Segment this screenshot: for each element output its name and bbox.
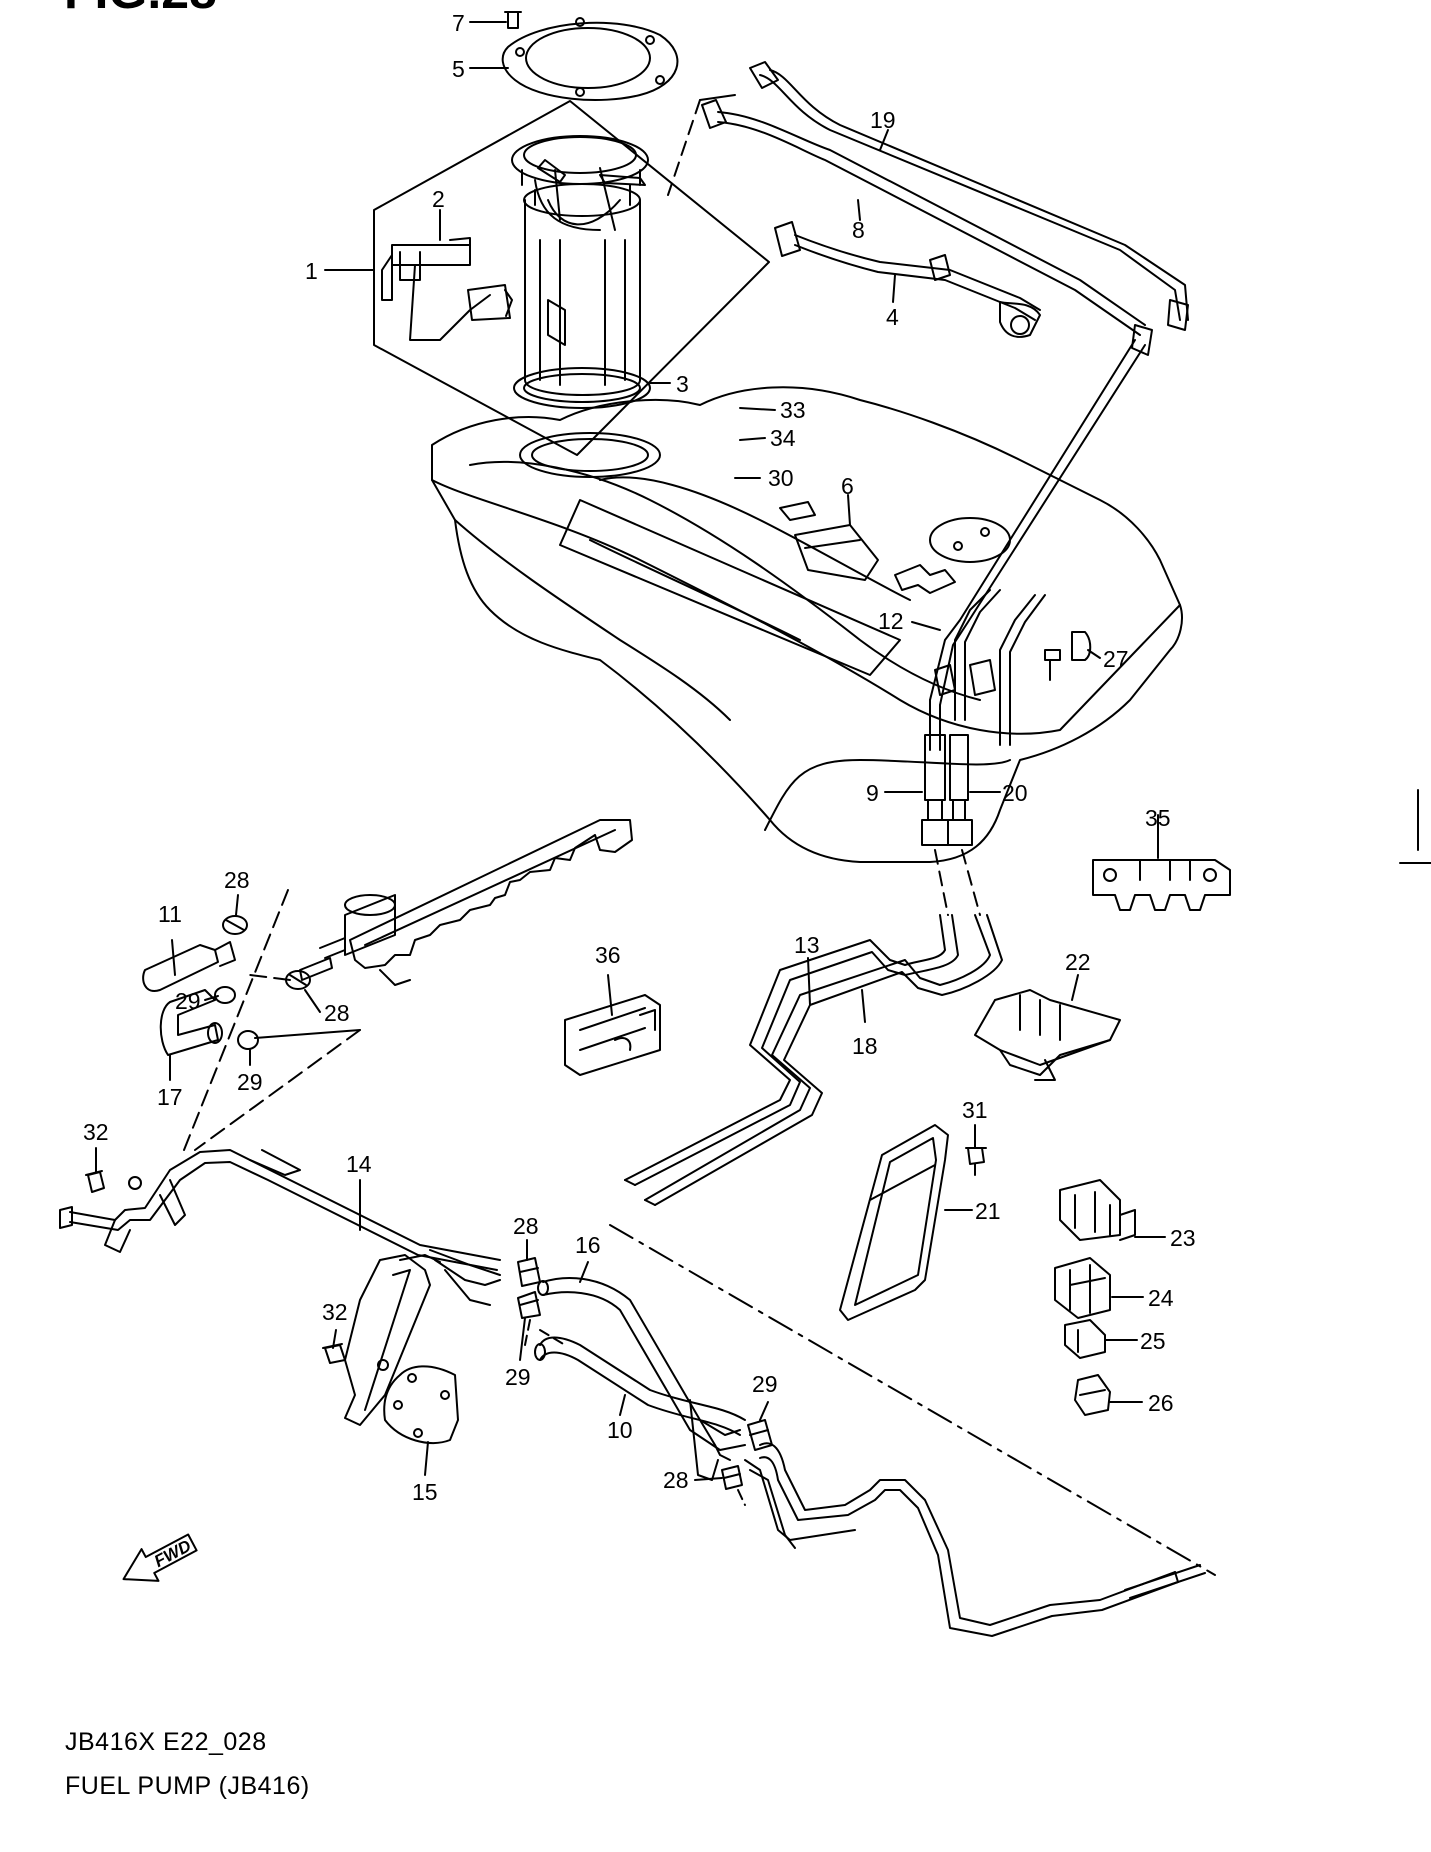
tank-lines: [921, 339, 1146, 916]
callout-32: 32: [322, 1299, 348, 1325]
callout-30: 30: [768, 465, 794, 491]
drawing-code: JB416X E22_028: [65, 1728, 267, 1756]
guide-line: [524, 1319, 531, 1346]
callout-28: 28: [324, 1000, 350, 1026]
callout-13: 13: [794, 932, 820, 958]
callout-7: 7: [452, 10, 465, 36]
bolt-31: [965, 1147, 987, 1176]
callout-32: 32: [83, 1119, 109, 1145]
guide-line: [254, 1029, 361, 1039]
callout-10: 10: [607, 1417, 633, 1443]
fuel-lines-13-18: [624, 914, 1003, 1206]
guide-line: [609, 1224, 1216, 1576]
callout-4: 4: [886, 304, 899, 330]
margin-mark: [1399, 789, 1431, 864]
callout-5: 5: [452, 56, 465, 82]
callout-16: 16: [575, 1232, 601, 1258]
callout-36: 36: [595, 942, 621, 968]
clip-29-upper: [214, 986, 259, 1050]
bracket-22: [974, 989, 1121, 1081]
hose-16: [537, 1277, 746, 1461]
callout-18: 18: [852, 1033, 878, 1059]
callout-26: 26: [1148, 1390, 1174, 1416]
guide-line: [249, 974, 291, 981]
hose-11: [142, 941, 236, 992]
figure-title: FIG.28: [64, 0, 217, 20]
callout-29: 29: [505, 1364, 531, 1390]
callout-28: 28: [663, 1467, 689, 1493]
callout-33: 33: [780, 397, 806, 423]
callout-31: 31: [962, 1097, 988, 1123]
callout-17: 17: [157, 1084, 183, 1110]
hose-10: [534, 1336, 746, 1481]
clip-29-lower: [747, 1419, 773, 1451]
fuel-pump-module: [373, 100, 770, 456]
forward-arrow-icon: FWD: [122, 1533, 198, 1582]
callout-28: 28: [513, 1213, 539, 1239]
guide-line: [194, 1029, 361, 1151]
callout-2: 2: [432, 186, 445, 212]
lock-ring-gasket: [501, 11, 679, 101]
guide-line: [181, 889, 289, 1156]
callout-22: 22: [1065, 949, 1091, 975]
heat-plate-15: [383, 1365, 459, 1445]
callout-6: 6: [841, 473, 854, 499]
forward-label: FWD: [151, 1536, 194, 1571]
callout-labels: 7 5 1 2 3 19 8 4 33 34 30 6 12 27 9 20 3…: [83, 10, 1196, 1505]
callout-23: 23: [1170, 1225, 1196, 1251]
guide-line: [737, 1489, 746, 1506]
callout-14: 14: [346, 1151, 372, 1177]
callout-19: 19: [870, 107, 896, 133]
clip-24: [1054, 1257, 1111, 1319]
fuel-tank: [431, 386, 1183, 863]
hose-17: [159, 989, 223, 1056]
clip-26: [1074, 1374, 1111, 1416]
callout-12: 12: [878, 608, 904, 634]
clip-28-upper: [222, 915, 248, 935]
guide-line: [539, 1329, 566, 1346]
callout-29: 29: [175, 988, 201, 1014]
callout-20: 20: [1002, 780, 1028, 806]
callout-35: 35: [1145, 805, 1171, 831]
callout-29: 29: [237, 1069, 263, 1095]
support-bracket: [344, 1254, 441, 1426]
callout-28: 28: [224, 867, 250, 893]
evap-bracket: [299, 819, 633, 986]
callout-3: 3: [676, 371, 689, 397]
upper-fuel-hoses: [667, 61, 1189, 356]
clip-23: [1059, 1179, 1136, 1241]
callout-24: 24: [1148, 1285, 1174, 1311]
clip-28-center: [517, 1257, 541, 1287]
callout-9: 9: [866, 780, 879, 806]
clip-25: [1064, 1319, 1106, 1359]
bolt-32-left: [85, 1170, 105, 1193]
callout-15: 15: [412, 1479, 438, 1505]
callout-1: 1: [305, 258, 318, 284]
leader-lines: [95, 21, 1166, 1481]
callout-11: 11: [158, 901, 182, 927]
drawing-title: FUEL PUMP (JB416): [65, 1772, 310, 1800]
fuel-line-14: [59, 1149, 501, 1306]
clip-28-lower: [721, 1465, 743, 1490]
callout-8: 8: [852, 217, 865, 243]
callout-25: 25: [1140, 1328, 1166, 1354]
bracket-35: [1092, 859, 1231, 911]
callout-29: 29: [752, 1371, 778, 1397]
callout-27: 27: [1103, 646, 1129, 672]
heat-shield-21: [839, 1124, 949, 1321]
callout-34: 34: [770, 425, 796, 451]
lower-fuel-lines: [744, 1442, 1206, 1637]
bracket-36: [564, 994, 661, 1076]
callout-21: 21: [975, 1198, 1001, 1224]
clip-29-center: [517, 1291, 541, 1319]
